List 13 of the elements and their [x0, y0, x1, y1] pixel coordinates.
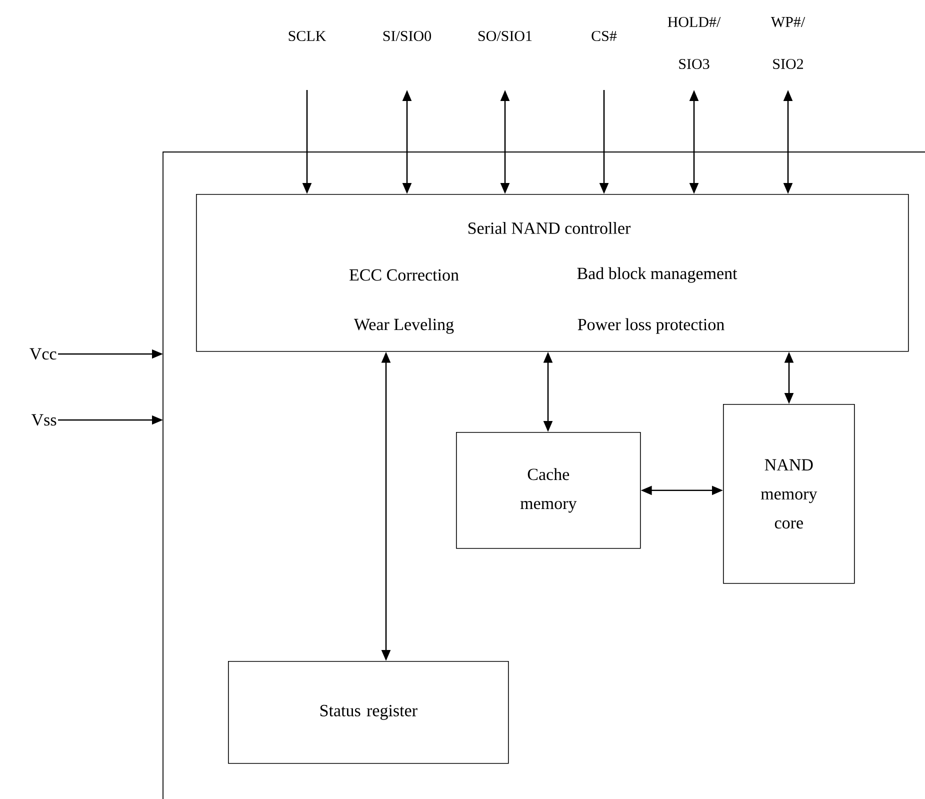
pin-label: SI/SIO0	[383, 30, 432, 42]
block-box: Cache memory	[456, 432, 641, 549]
pin-label: Vcc	[30, 348, 56, 360]
block-box: Serial NAND controller ECC Correction Bad block management Wear Leveling Power loss protection	[196, 194, 909, 352]
pin-label: Vss	[32, 414, 56, 426]
chip-outline	[162, 152, 925, 799]
pin-label: SO/SIO1	[478, 30, 532, 42]
pin-label: SCLK	[288, 30, 326, 42]
pin-label: HOLD#/ SIO3	[668, 16, 721, 70]
pin-label: CS#	[592, 30, 617, 42]
block-box: Status register	[228, 661, 509, 764]
pin-label: WP#/ SIO2	[770, 16, 806, 69]
block-box: NAND memory core	[723, 404, 855, 584]
